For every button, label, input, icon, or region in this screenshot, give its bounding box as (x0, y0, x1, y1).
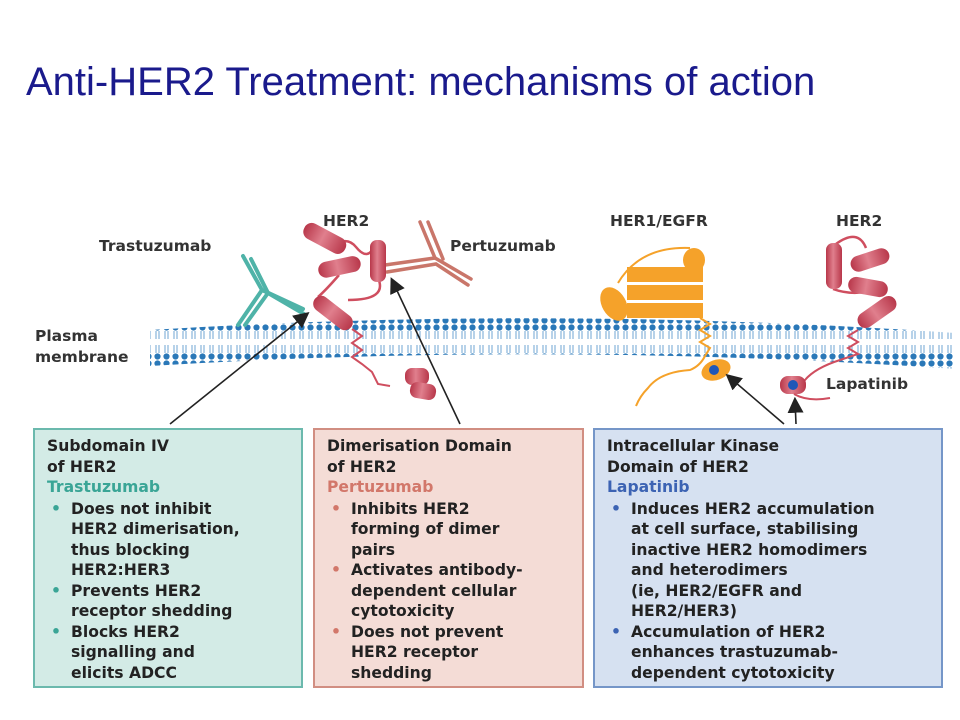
bullet-line: HER2 dimerisation, (71, 520, 240, 538)
bullet-line: cytotoxicity (351, 602, 455, 620)
bullet-line: Inhibits HER2 (351, 499, 470, 518)
plasma-label-line1: Plasma (35, 327, 98, 345)
box-header-line: Domain of HER2 (607, 457, 749, 476)
lapatinib-label: Lapatinib (826, 375, 908, 393)
bullet-line: Induces HER2 accumulation (631, 499, 875, 518)
drug-name: Trastuzumab (47, 478, 161, 496)
bullet-item: Does not inhibit HER2 dimerisation, thus… (47, 499, 291, 581)
her2-right-label: HER2 (836, 212, 882, 230)
bullet-item: Blocks HER2 signalling and elicits ADCC (47, 622, 291, 684)
her1-egfr-label: HER1/EGFR (610, 212, 708, 230)
bullet-line: Activates antibody- (351, 561, 523, 579)
bullet-line: dependent cytotoxicity (631, 663, 835, 682)
bullet-line: dependent cellular (351, 581, 517, 600)
box-header-line: Intracellular Kinase (607, 437, 780, 455)
bullet-item: Does not prevent HER2 receptor shedding (327, 622, 572, 684)
bullet-line: signalling and (71, 643, 195, 661)
bullet-item: Induces HER2 accumulation at cell surfac… (607, 499, 931, 622)
bullet-line: HER2/HER3) (631, 602, 737, 620)
box-header-line: of HER2 (327, 457, 397, 476)
box-header-line: Subdomain IV (47, 437, 169, 455)
bullet-line: Accumulation of HER2 (631, 622, 826, 641)
bullet-line: thus blocking (71, 540, 190, 559)
bullet-line: Does not prevent (351, 622, 504, 641)
bullet-item: Accumulation of HER2 enhances trastuzuma… (607, 622, 931, 684)
bullet-line: (ie, HER2/EGFR and (631, 581, 802, 600)
her2-receptor-right (780, 235, 897, 401)
her1-egfr-receptor (600, 246, 731, 407)
bullet-line: inactive HER2 homodimers (631, 540, 868, 559)
box-header-line: Dimerisation Domain (327, 437, 512, 455)
bullet-line: pairs (351, 540, 396, 559)
page-title: Anti-HER2 Treatment: mechanisms of actio… (26, 60, 816, 104)
bullet-line: shedding (351, 663, 432, 682)
bullet-line: Blocks HER2 (71, 622, 180, 641)
pertuzumab-antibody (383, 220, 473, 287)
plasma-label-line2: membrane (35, 348, 129, 366)
bullet-line: HER2 receptor (351, 643, 479, 661)
bullet-line: HER2:HER3 (71, 561, 171, 579)
trastuzumab-antibody (236, 254, 306, 327)
bullet-line: receptor shedding (71, 602, 233, 620)
trastuzumab-info-box: Subdomain IV of HER2 Trastuzumab Does no… (33, 428, 303, 688)
plasma-membrane (150, 318, 955, 369)
her2-receptor-left (303, 222, 437, 401)
pertuzumab-info-box: Dimerisation Domain of HER2 Pertuzumab I… (313, 428, 584, 688)
bullet-line: at cell surface, stabilising (631, 520, 859, 538)
drug-name: Lapatinib (607, 478, 690, 496)
mechanism-arrows (169, 277, 804, 425)
bullet-line: and heterodimers (631, 561, 788, 579)
her2-left-label: HER2 (323, 212, 369, 230)
pertuzumab-label: Pertuzumab (450, 237, 556, 255)
bullet-line: enhances trastuzumab- (631, 643, 839, 661)
trastuzumab-label: Trastuzumab (99, 237, 211, 255)
bullet-line: elicits ADCC (71, 663, 177, 682)
drug-name: Pertuzumab (327, 478, 434, 496)
lapatinib-info-box: Intracellular Kinase Domain of HER2 Lapa… (593, 428, 943, 688)
bullet-line: Does not inhibit (71, 499, 212, 518)
bullet-item: Activates antibody- dependent cellular c… (327, 560, 572, 622)
bullet-item: Inhibits HER2 forming of dimer pairs (327, 499, 572, 561)
bullet-line: Prevents HER2 (71, 581, 202, 600)
bullet-line: forming of dimer (351, 520, 500, 538)
bullet-item: Prevents HER2 receptor shedding (47, 581, 291, 622)
box-header-line: of HER2 (47, 457, 117, 476)
